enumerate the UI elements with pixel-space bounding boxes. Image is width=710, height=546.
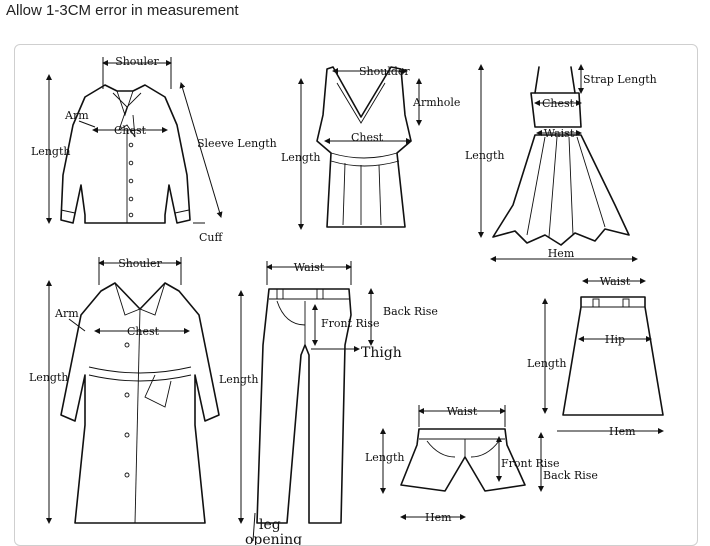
shorts-waist-label: Waist: [447, 405, 478, 418]
shirt-arm-label: Arm: [64, 109, 89, 122]
shirt-length-label: Length: [31, 145, 70, 158]
tank-armhole-label: Armhole: [412, 96, 460, 109]
dress-length-label: Length: [465, 149, 504, 162]
dress-hem-label: Hem: [548, 247, 575, 260]
shorts-back-rise-label: Back Rise: [543, 469, 598, 482]
dress-strap-label: Strap Length: [583, 73, 657, 86]
pants-drawing: [256, 288, 352, 524]
coat-drawing: [60, 282, 220, 524]
pants-leg-label: leg: [259, 517, 281, 533]
pants-length-label: Length: [219, 373, 258, 386]
pants-opening-label: opening: [245, 532, 302, 545]
pants-front-rise-label: Front Rise: [321, 317, 379, 330]
coat-arm-label: Arm: [54, 307, 79, 320]
pants-thigh-label: Thigh: [361, 345, 402, 361]
tank-length-label: Length: [281, 151, 320, 164]
measurement-note: Allow 1-3CM error in measurement: [6, 2, 239, 19]
shirt-chest-label: Chest: [114, 124, 147, 137]
dress-drawing: [492, 66, 630, 246]
pants-back-rise-label: Back Rise: [383, 305, 438, 318]
shirt-sleeve-label: Sleeve Length: [197, 137, 277, 150]
coat-shoulder-label: Shouler: [118, 257, 162, 270]
tank-drawing: [316, 66, 412, 228]
skirt-waist-label: Waist: [600, 275, 631, 288]
tank-shoulder-label: Shoulder: [359, 65, 410, 78]
size-guide-diagram: Shouler Length Chest Arm Sleeve Length C…: [29, 55, 664, 545]
dress-waist-label: Waist: [544, 127, 575, 140]
skirt-hip-label: Hip: [605, 333, 625, 346]
shorts-hem-label: Hem: [425, 511, 452, 524]
shirt-shoulder-label: Shouler: [115, 55, 159, 68]
pants-waist-label: Waist: [294, 261, 325, 274]
skirt-length-text: Length: [527, 357, 566, 370]
skirt-drawing: [562, 296, 664, 416]
coat-chest-label: Chest: [127, 325, 160, 338]
dress-chest-label: Chest: [542, 97, 575, 110]
size-guide-panel: Shouler Length Chest Arm Sleeve Length C…: [14, 44, 698, 546]
coat-length-label: Length: [29, 371, 68, 384]
shirt-drawing: [60, 84, 191, 224]
skirt-hem-label: Hem: [609, 425, 636, 438]
shorts-length-label: Length: [365, 451, 404, 464]
shirt-cuff-label: Cuff: [199, 231, 224, 244]
shorts-front-rise-label: Front Rise: [501, 457, 559, 470]
tank-chest-label: Chest: [351, 131, 384, 144]
